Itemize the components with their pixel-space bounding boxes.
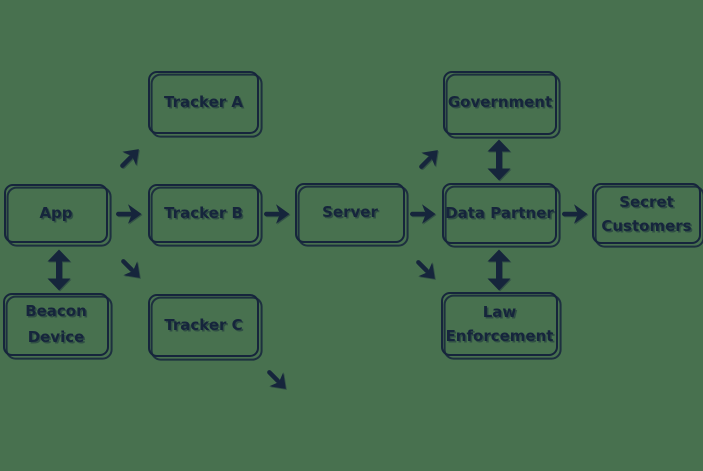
right-arrow-icon bbox=[116, 204, 142, 224]
node-law-enforcement: Law Enforcement bbox=[441, 292, 558, 356]
node-tracker-c: Tracker C bbox=[148, 294, 259, 357]
node-tracker-a-label: Tracker A bbox=[164, 92, 243, 111]
edge-server-datapartner bbox=[409, 201, 437, 227]
node-tracker-b: Tracker B bbox=[148, 184, 259, 243]
node-data-partner-label: Data Partner bbox=[445, 203, 554, 222]
node-app: App bbox=[4, 184, 108, 243]
edge-datapartner-lawenforcement bbox=[485, 249, 513, 291]
up-down-arrow-icon bbox=[487, 249, 511, 291]
right-arrow-icon bbox=[562, 204, 588, 224]
edge-datapartner-secretcustomers bbox=[561, 201, 589, 227]
up-right-arrow-icon bbox=[120, 149, 139, 168]
up-down-arrow-icon bbox=[47, 249, 71, 291]
up-right-arrow-icon bbox=[419, 150, 438, 169]
down-right-arrow-icon bbox=[267, 370, 286, 389]
node-tracker-b-label: Tracker B bbox=[164, 203, 243, 222]
node-server: Server bbox=[295, 183, 405, 243]
node-secret-customers-label: Secret Customers bbox=[601, 192, 692, 235]
down-right-arrow-icon bbox=[121, 259, 140, 278]
edge-app-trackerc bbox=[117, 256, 145, 282]
edge-app-beacondevice bbox=[45, 249, 73, 291]
down-right-arrow-icon bbox=[416, 260, 435, 279]
node-government-label: Government bbox=[447, 93, 553, 112]
node-law-enforcement-label: Law Enforcement bbox=[445, 303, 554, 345]
edge-app-trackera bbox=[116, 145, 144, 171]
node-tracker-a: Tracker A bbox=[148, 71, 259, 134]
edge-app-trackerb bbox=[115, 201, 143, 227]
edge-server-lawenforcement bbox=[412, 257, 440, 283]
right-arrow-icon bbox=[410, 204, 436, 224]
edge-server-government bbox=[415, 146, 443, 172]
node-beacon-device-label: Beacon Device bbox=[25, 302, 87, 346]
node-tracker-c-label: Tracker C bbox=[164, 315, 243, 334]
node-beacon-device: Beacon Device bbox=[3, 293, 109, 356]
node-government: Government bbox=[443, 71, 557, 135]
node-server-label: Server bbox=[322, 203, 378, 222]
node-data-partner: Data Partner bbox=[442, 183, 557, 244]
edge-government-datapartner bbox=[485, 139, 513, 181]
up-down-arrow-icon bbox=[487, 139, 511, 181]
right-arrow-icon bbox=[264, 204, 290, 224]
edge-trackerc-offdiagram bbox=[263, 367, 291, 393]
edge-trackerb-server bbox=[263, 201, 291, 227]
node-secret-customers: Secret Customers bbox=[592, 183, 701, 244]
node-app-label: App bbox=[39, 203, 73, 222]
